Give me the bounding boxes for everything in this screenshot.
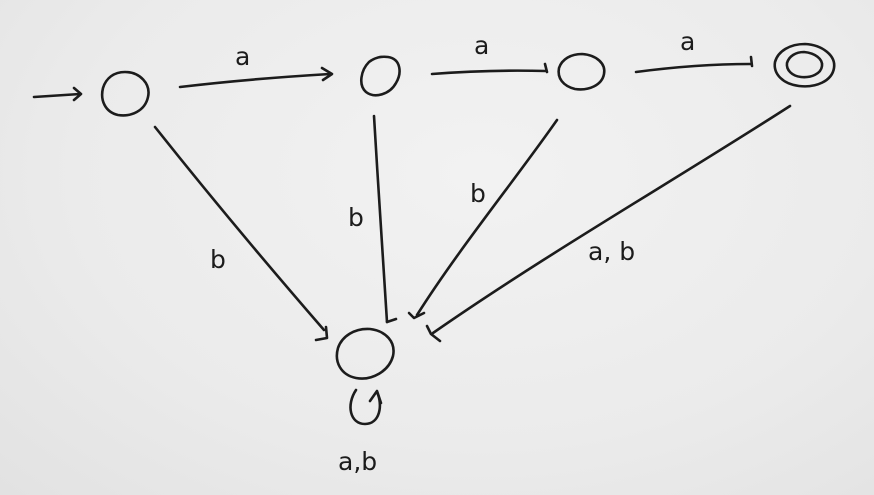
- transition-q3-dead: [425, 104, 792, 343]
- label-q1-q2: a: [474, 31, 489, 60]
- label-q1-dead: b: [348, 203, 364, 232]
- label-q0-dead: b: [210, 245, 226, 274]
- transition-q0-q1: [178, 66, 334, 89]
- transition-q1-q2: [430, 62, 549, 76]
- start-arrow: [32, 86, 83, 102]
- state-q2: [557, 52, 606, 91]
- transition-q2-q3: [634, 55, 754, 74]
- transition-q2-dead: [407, 118, 559, 320]
- state-dead: [335, 327, 395, 380]
- label-q0-q1: a: [235, 42, 250, 71]
- state-q1: [360, 55, 401, 97]
- label-q2-q3: a: [680, 27, 695, 56]
- state-q3-accepting: [773, 42, 836, 88]
- label-q3-dead: a, b: [588, 237, 635, 266]
- label-q2-dead: b: [470, 179, 486, 208]
- transition-dead-loop: [349, 388, 383, 426]
- transition-q0-dead: [153, 125, 329, 342]
- state-q0: [100, 70, 150, 117]
- transition-q1-dead: [372, 114, 398, 324]
- label-dead-loop: a,b: [338, 447, 377, 476]
